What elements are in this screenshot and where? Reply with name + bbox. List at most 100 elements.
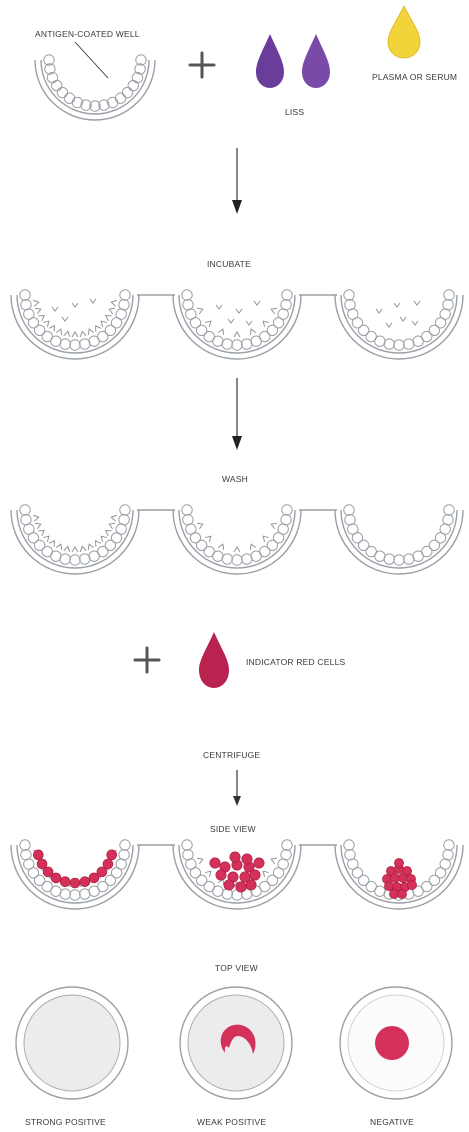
bead — [394, 340, 404, 350]
bound-antibody — [197, 523, 203, 529]
bound-antibody — [80, 331, 86, 336]
well-incubate-3 — [335, 290, 463, 359]
side-view-wells — [11, 840, 463, 909]
free-antibody — [386, 323, 392, 327]
incubate-wells — [11, 290, 463, 359]
liss-drop-icon — [256, 34, 284, 88]
bead — [60, 554, 70, 564]
side-view-label: SIDE VIEW — [210, 824, 256, 834]
bead — [345, 850, 355, 860]
well-wash-2 — [173, 505, 301, 574]
top-view-strong-positive — [16, 987, 128, 1099]
bead — [213, 886, 223, 896]
bead — [232, 340, 242, 350]
red-cell — [33, 850, 43, 860]
free-antibody — [62, 317, 68, 321]
bound-antibody — [218, 329, 224, 335]
bead — [119, 300, 129, 310]
weak-positive-label: WEAK POSITIVE — [197, 1117, 266, 1127]
bead — [116, 859, 126, 869]
antigen-well-label: ANTIGEN-COATED WELL — [35, 29, 140, 39]
bound-antibody — [43, 536, 49, 542]
arrow-down-icon — [232, 148, 242, 214]
well-side-negative — [335, 840, 463, 909]
bound-antibody — [205, 321, 211, 327]
bead — [64, 93, 74, 103]
bound-antibody — [234, 547, 240, 552]
bound-antibody — [250, 329, 256, 335]
bead — [278, 859, 288, 869]
plus-icon — [135, 648, 159, 672]
bead — [281, 850, 291, 860]
bead — [345, 300, 355, 310]
red-cell — [397, 889, 406, 898]
strong-positive-label: STRONG POSITIVE — [25, 1117, 106, 1127]
bead — [51, 886, 61, 896]
bead — [278, 309, 288, 319]
bead — [444, 840, 454, 850]
plus-icon — [190, 53, 214, 77]
bead — [51, 336, 61, 346]
bound-antibody — [263, 321, 269, 327]
well-incubate-1 — [11, 290, 139, 359]
top-view-label: TOP VIEW — [215, 963, 258, 973]
red-cell — [407, 880, 416, 889]
bound-antibody — [263, 536, 269, 542]
red-cell — [80, 877, 90, 887]
free-antibody — [236, 309, 242, 313]
bound-antibody — [205, 536, 211, 542]
bead — [394, 555, 404, 565]
free-antibody — [52, 307, 58, 311]
bead — [115, 93, 125, 103]
free-antibody — [90, 299, 96, 303]
bead — [80, 889, 90, 899]
bound-antibody — [80, 546, 86, 551]
bound-antibody — [101, 536, 107, 542]
red-cell — [236, 882, 246, 892]
bead — [116, 524, 126, 534]
bound-antibody — [109, 308, 115, 314]
free-antibody — [72, 303, 78, 307]
bead — [183, 300, 193, 310]
bead — [21, 850, 31, 860]
pointer-line — [75, 42, 108, 78]
bead — [443, 850, 453, 860]
free-antibody — [414, 301, 420, 305]
red-cell — [70, 878, 80, 888]
plasma-drop-icon — [388, 6, 420, 58]
free-antibody — [394, 303, 400, 307]
bound-antibody — [72, 547, 78, 552]
bead — [404, 339, 414, 349]
bound-antibody — [88, 544, 94, 550]
bead — [70, 340, 80, 350]
bound-antibody — [271, 858, 277, 864]
free-antibody — [228, 319, 234, 323]
bead — [440, 859, 450, 869]
antigen-coated-well — [35, 55, 155, 120]
free-antibody — [400, 317, 406, 321]
red-cell — [60, 877, 70, 887]
red-cell — [242, 854, 252, 864]
bead — [70, 890, 80, 900]
bead — [52, 80, 62, 90]
bead — [20, 290, 30, 300]
liss-label: LISS — [285, 107, 304, 117]
bound-antibody — [197, 858, 203, 864]
bead — [222, 889, 232, 899]
bound-antibody — [64, 331, 70, 336]
red-cell — [246, 880, 256, 890]
well-side-strong — [11, 840, 139, 909]
plasma-label: PLASMA OR SERUM — [372, 72, 457, 82]
bound-antibody — [205, 871, 211, 877]
bead — [404, 554, 414, 564]
bead — [119, 515, 129, 525]
well-wash-1 — [11, 505, 139, 574]
bound-antibody — [33, 515, 38, 521]
bound-antibody — [197, 308, 203, 314]
bound-antibody — [49, 541, 54, 547]
free-antibody — [376, 309, 382, 313]
well-wash-3 — [335, 505, 463, 574]
liss-drop-icon — [302, 34, 330, 88]
free-antibody — [216, 305, 222, 309]
bound-antibody — [271, 523, 277, 529]
